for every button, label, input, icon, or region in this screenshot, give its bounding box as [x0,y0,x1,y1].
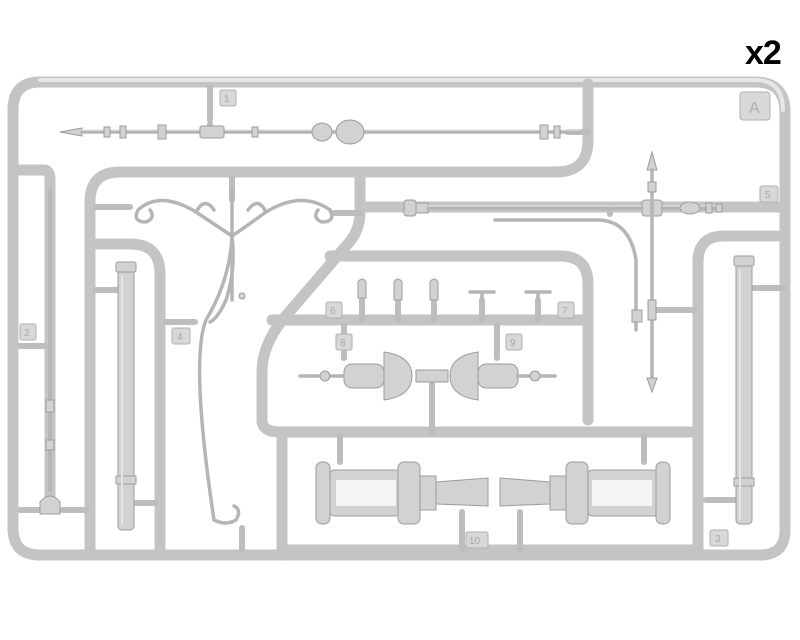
part-tab-5: 5 [759,185,779,203]
part-tab-7: 7 [557,301,575,319]
part-tab-10: 10 [465,531,489,549]
svg-text:8: 8 [340,338,346,349]
part-right-cylinder [733,255,755,525]
part-tab-8: 8 [335,333,353,351]
sprue-letter-tab: A [739,91,771,121]
part-lamp-heads-small [298,351,557,401]
svg-text:5: 5 [765,190,771,201]
part-vertical-spear [493,150,658,394]
svg-text:7: 7 [562,306,568,317]
svg-text:2: 2 [24,328,30,339]
part-tab-6: 6 [325,301,343,319]
part-left-cylinder [115,261,137,531]
svg-text:6: 6 [330,306,336,317]
part-tab-2: 2 [19,323,37,341]
part-top-finial-rod [59,119,582,145]
quantity-label: x2 [745,34,782,72]
svg-text:4: 4 [177,332,183,343]
svg-text:9: 9 [510,338,516,349]
part-ornate-bracket [134,188,334,525]
svg-text:1: 1 [224,94,230,105]
part-tab-9: 9 [505,333,523,351]
svg-text:3: 3 [715,534,721,545]
svg-text:10: 10 [469,536,481,547]
part-tab-1: 1 [219,89,237,107]
part-left-thin-rod [39,188,61,515]
part-lantern-bodies [315,461,671,525]
part-tab-4: 4 [171,327,191,345]
svg-text:A: A [749,100,760,117]
part-tab-3: 3 [709,529,729,547]
part-number-tabs: 1 2 3 4 5 6 7 8 9 10 A [19,89,779,549]
part-small-finials [357,278,552,302]
